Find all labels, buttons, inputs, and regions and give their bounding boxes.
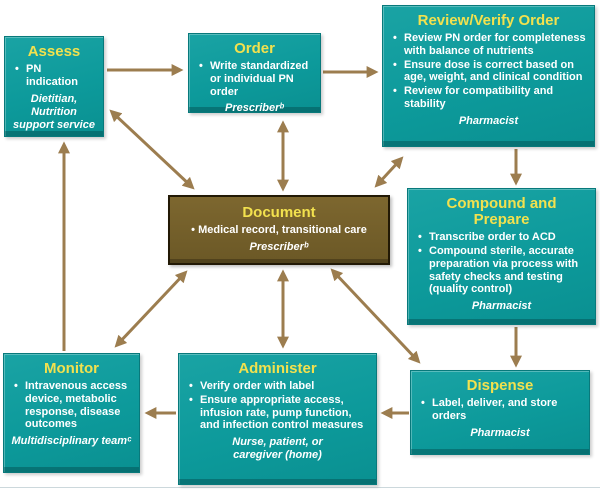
compound-prepare-bullets: Transcribe order to ACD Compound sterile… [414,231,589,297]
review-verify-box: Review/Verify Order Review PN order for … [382,5,595,147]
review-verify-bullets: Review PN order for completeness with ba… [389,32,588,112]
document-role: Prescriberᵇ [249,240,309,253]
bullet-item: Ensure appropriate access, infusion rate… [189,394,368,432]
compound-prepare-box: Compound and Prepare Transcribe order to… [407,188,596,325]
bullet-item: Compound sterile, accurate preparation v… [418,245,587,296]
bullet-item: Review PN order for completeness with ba… [393,32,586,58]
order-bullets: Write standardized or individual PN orde… [195,60,314,99]
arrow-review-document-bidirectional [374,156,404,188]
dispense-role: Pharmacist [470,426,530,439]
order-role: Prescriberᵇ [225,102,284,115]
bullet-item: PN indication [15,63,95,89]
document-title: Document [242,204,316,222]
arrow-dispense-document-bidirectional [330,268,421,364]
monitor-box: Monitor Intravenous access device, metab… [3,353,140,473]
order-title: Order [234,40,275,57]
monitor-role: Multidisciplinary teamᶜ [11,435,132,448]
dispense-box: Dispense Label, deliver, and store order… [410,370,590,455]
bullet-item: Review for compatibility and stability [393,85,586,111]
bullet-item: Intravenous access device, metabolic res… [14,380,131,431]
compound-prepare-title: Compound and Prepare [446,195,557,229]
document-bullets: Medical record, transitional care [176,224,382,238]
dispense-title: Dispense [466,377,534,394]
compound-prepare-role: Pharmacist [471,300,532,313]
arrow-monitor-document-bidirectional [114,270,188,348]
review-verify-role: Pharmacist [458,114,519,127]
review-verify-title: Review/Verify Order [417,12,560,29]
bullet-item: Verify order with label [189,380,368,393]
administer-title: Administer [238,360,317,377]
administer-box: Administer Verify order with label Ensur… [178,353,377,485]
bullet-item: Ensure dose is correct based on age, wei… [393,59,586,85]
administer-role: Nurse, patient, or caregiver (home) [232,436,323,462]
assess-role: Dietitian, Nutrition support service [13,92,95,131]
monitor-title: Monitor [44,360,99,377]
bullet-item: Label, deliver, and store orders [421,397,581,423]
bullet-item: Transcribe order to ACD [418,231,587,244]
assess-bullets: PN indication [11,63,97,90]
dispense-bullets: Label, deliver, and store orders [417,397,583,424]
bottom-divider-line [0,487,600,488]
monitor-bullets: Intravenous access device, metabolic res… [10,380,133,432]
administer-bullets: Verify order with label Ensure appropria… [185,380,370,433]
order-box: Order Write standardized or individual P… [188,33,321,115]
document-box: Document Medical record, transitional ca… [168,195,390,265]
bullet-item: Write standardized or individual PN orde… [199,60,312,98]
assess-title: Assess [27,43,81,60]
bullet-item: Medical record, transitional care [176,224,382,237]
assess-box: Assess PN indication Dietitian, Nutritio… [4,36,104,137]
arrow-assess-document-bidirectional [109,109,195,190]
